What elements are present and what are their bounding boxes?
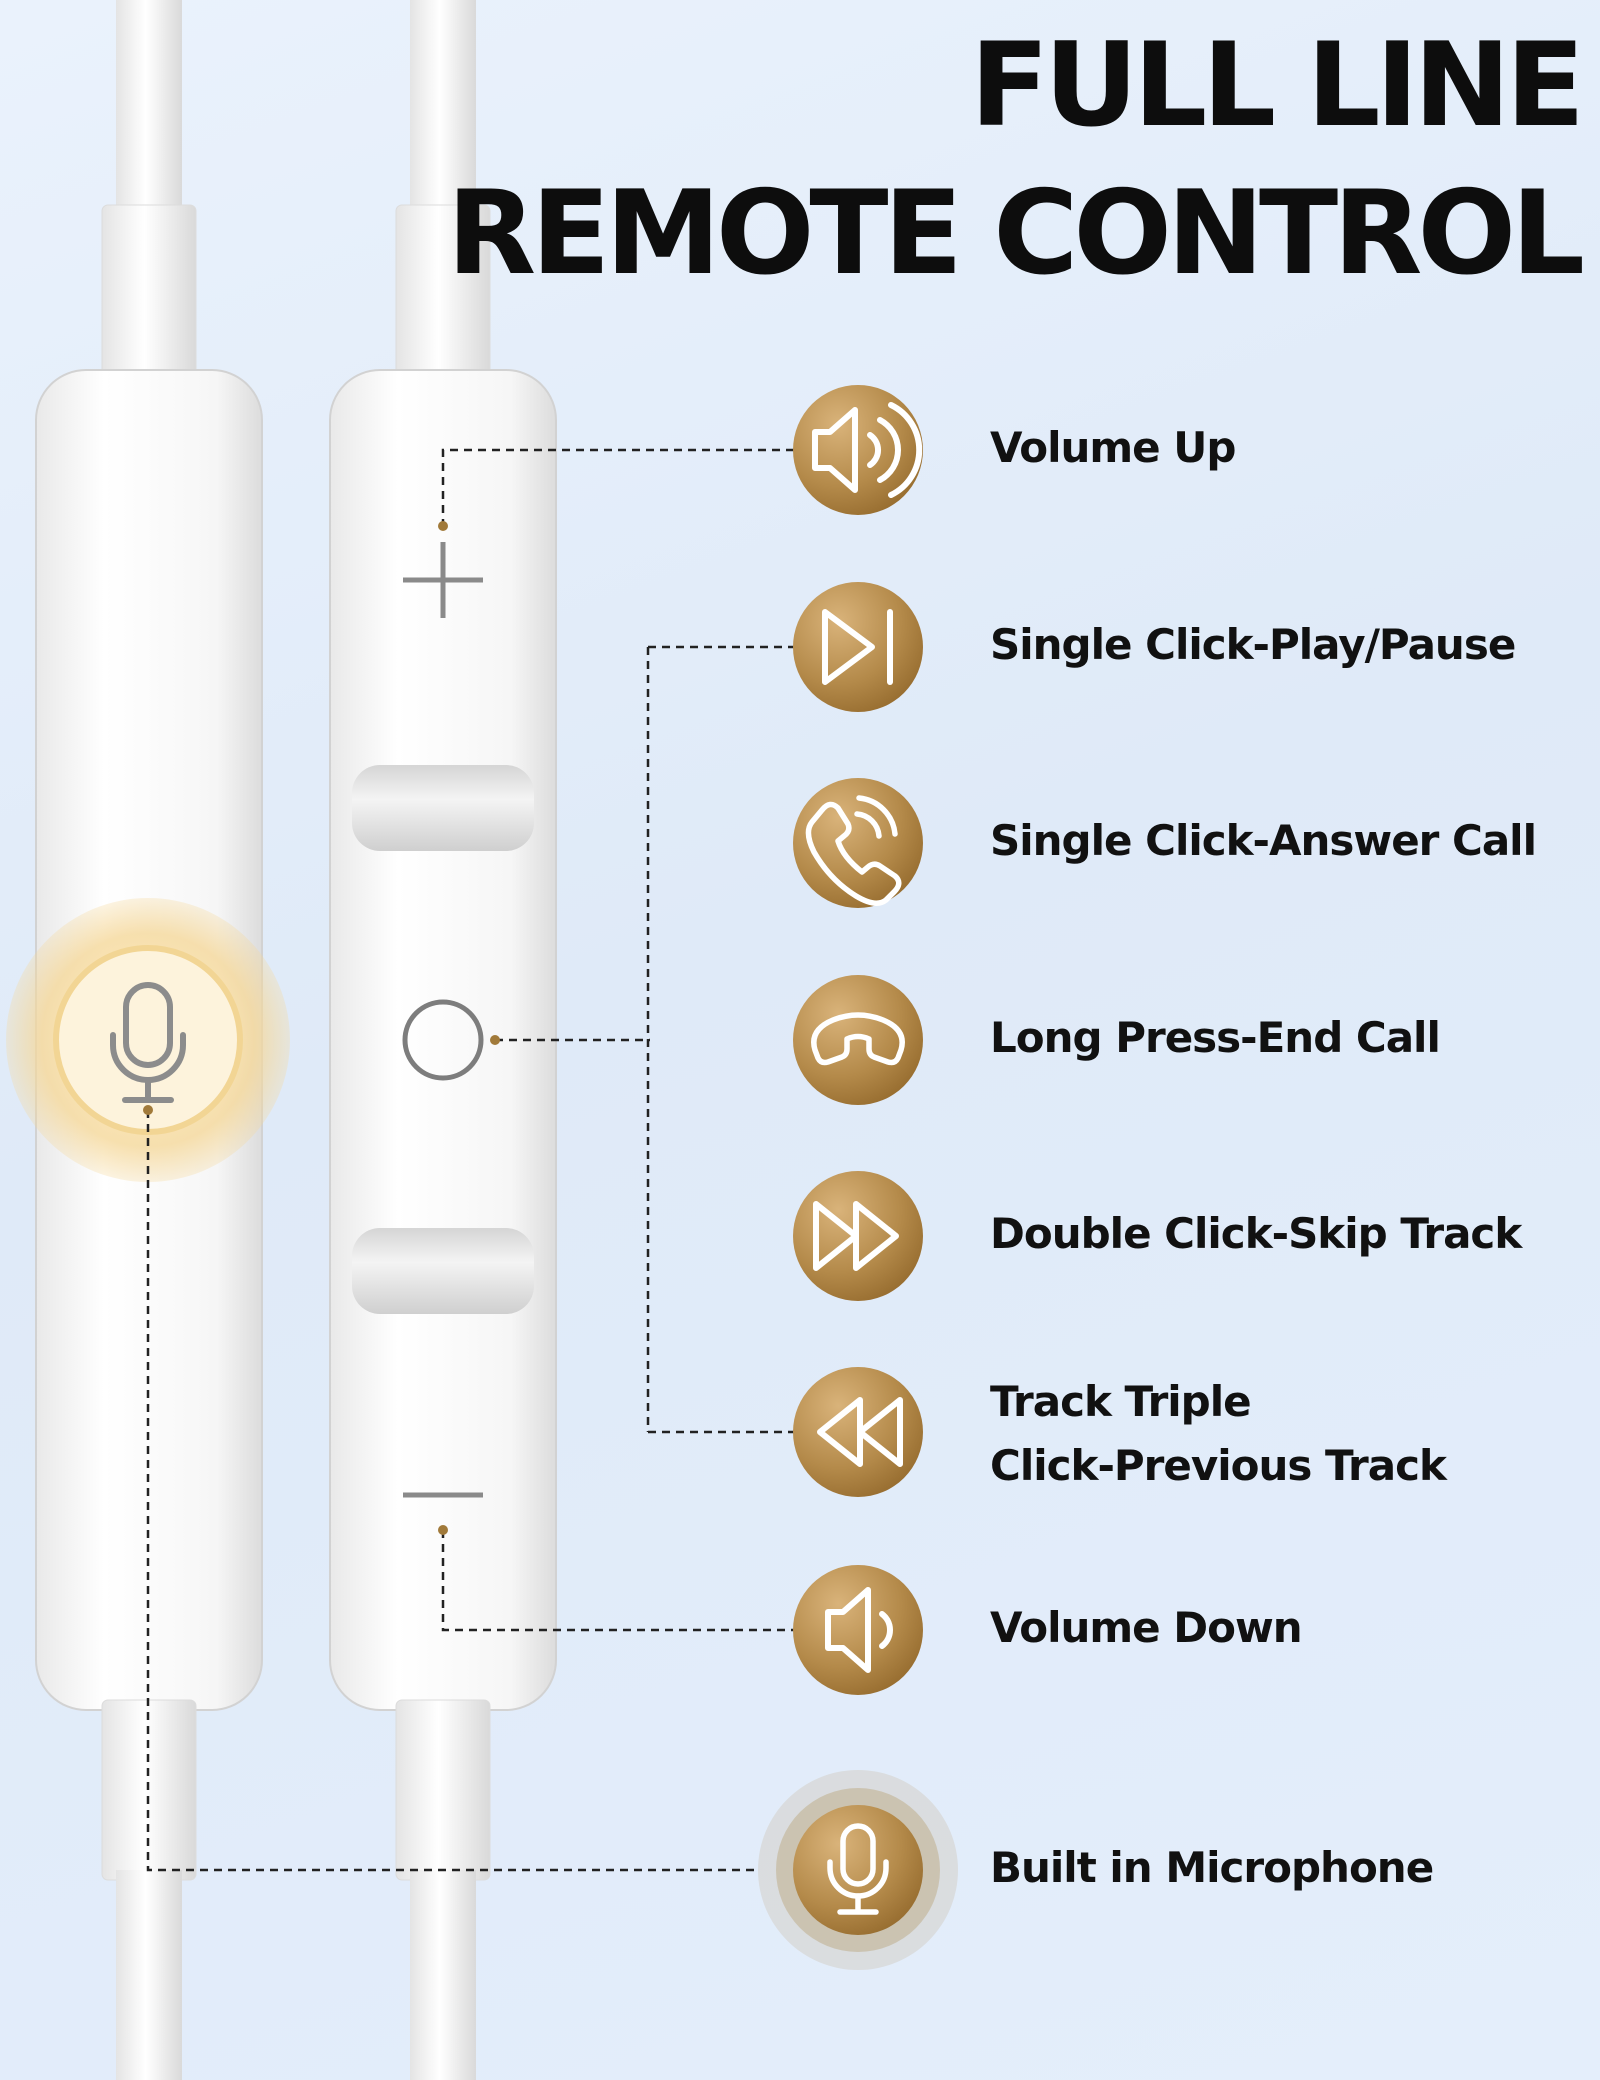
microphone-icon xyxy=(758,1770,958,1970)
lower-grip-ridge xyxy=(352,1228,534,1314)
title-line-1: FULL LINE xyxy=(969,18,1585,153)
volume-up-button[interactable] xyxy=(403,542,483,618)
phone-end-icon xyxy=(793,975,923,1105)
connector-volume-down xyxy=(441,1530,795,1632)
volume-up-icon xyxy=(793,385,923,515)
left-cable-bottom xyxy=(116,1870,182,2080)
left-cable-top xyxy=(116,0,182,215)
left-collar-top xyxy=(101,204,197,381)
label-play-pause: Single Click-Play/Pause xyxy=(990,620,1516,669)
mic-outline-icon xyxy=(110,982,186,1103)
label-volume-down: Volume Down xyxy=(990,1603,1303,1652)
right-collar-bottom xyxy=(395,1699,491,1881)
label-microphone: Built in Microphone xyxy=(990,1843,1434,1892)
connector-lines xyxy=(146,448,795,1872)
title-line-2: REMOTE CONTROL xyxy=(446,166,1585,301)
connector-volume-up xyxy=(441,448,795,527)
right-cable-top xyxy=(410,0,476,215)
upper-grip-ridge xyxy=(352,765,534,851)
volume-down-icon xyxy=(793,1565,923,1695)
label-previous-track-line-1: Track Triple xyxy=(990,1377,1252,1426)
label-end-call: Long Press-End Call xyxy=(990,1013,1441,1062)
right-cable-bottom xyxy=(410,1870,476,2080)
play-pause-icon xyxy=(793,582,923,712)
connector-dots xyxy=(143,521,500,1535)
phone-answer-icon xyxy=(793,778,923,908)
mic-glow-ring xyxy=(53,945,243,1135)
rewind-icon xyxy=(793,1367,923,1497)
connector-microphone xyxy=(146,1110,760,1872)
right-remote xyxy=(329,0,557,2080)
label-answer-call: Single Click-Answer Call xyxy=(990,816,1537,865)
center-button[interactable] xyxy=(402,999,484,1081)
fast-forward-icon xyxy=(793,1171,923,1301)
label-skip-track: Double Click-Skip Track xyxy=(990,1209,1522,1258)
label-previous-track-line-2: Click-Previous Track xyxy=(990,1441,1447,1490)
label-volume-up: Volume Up xyxy=(990,423,1236,472)
left-remote xyxy=(6,0,290,2080)
